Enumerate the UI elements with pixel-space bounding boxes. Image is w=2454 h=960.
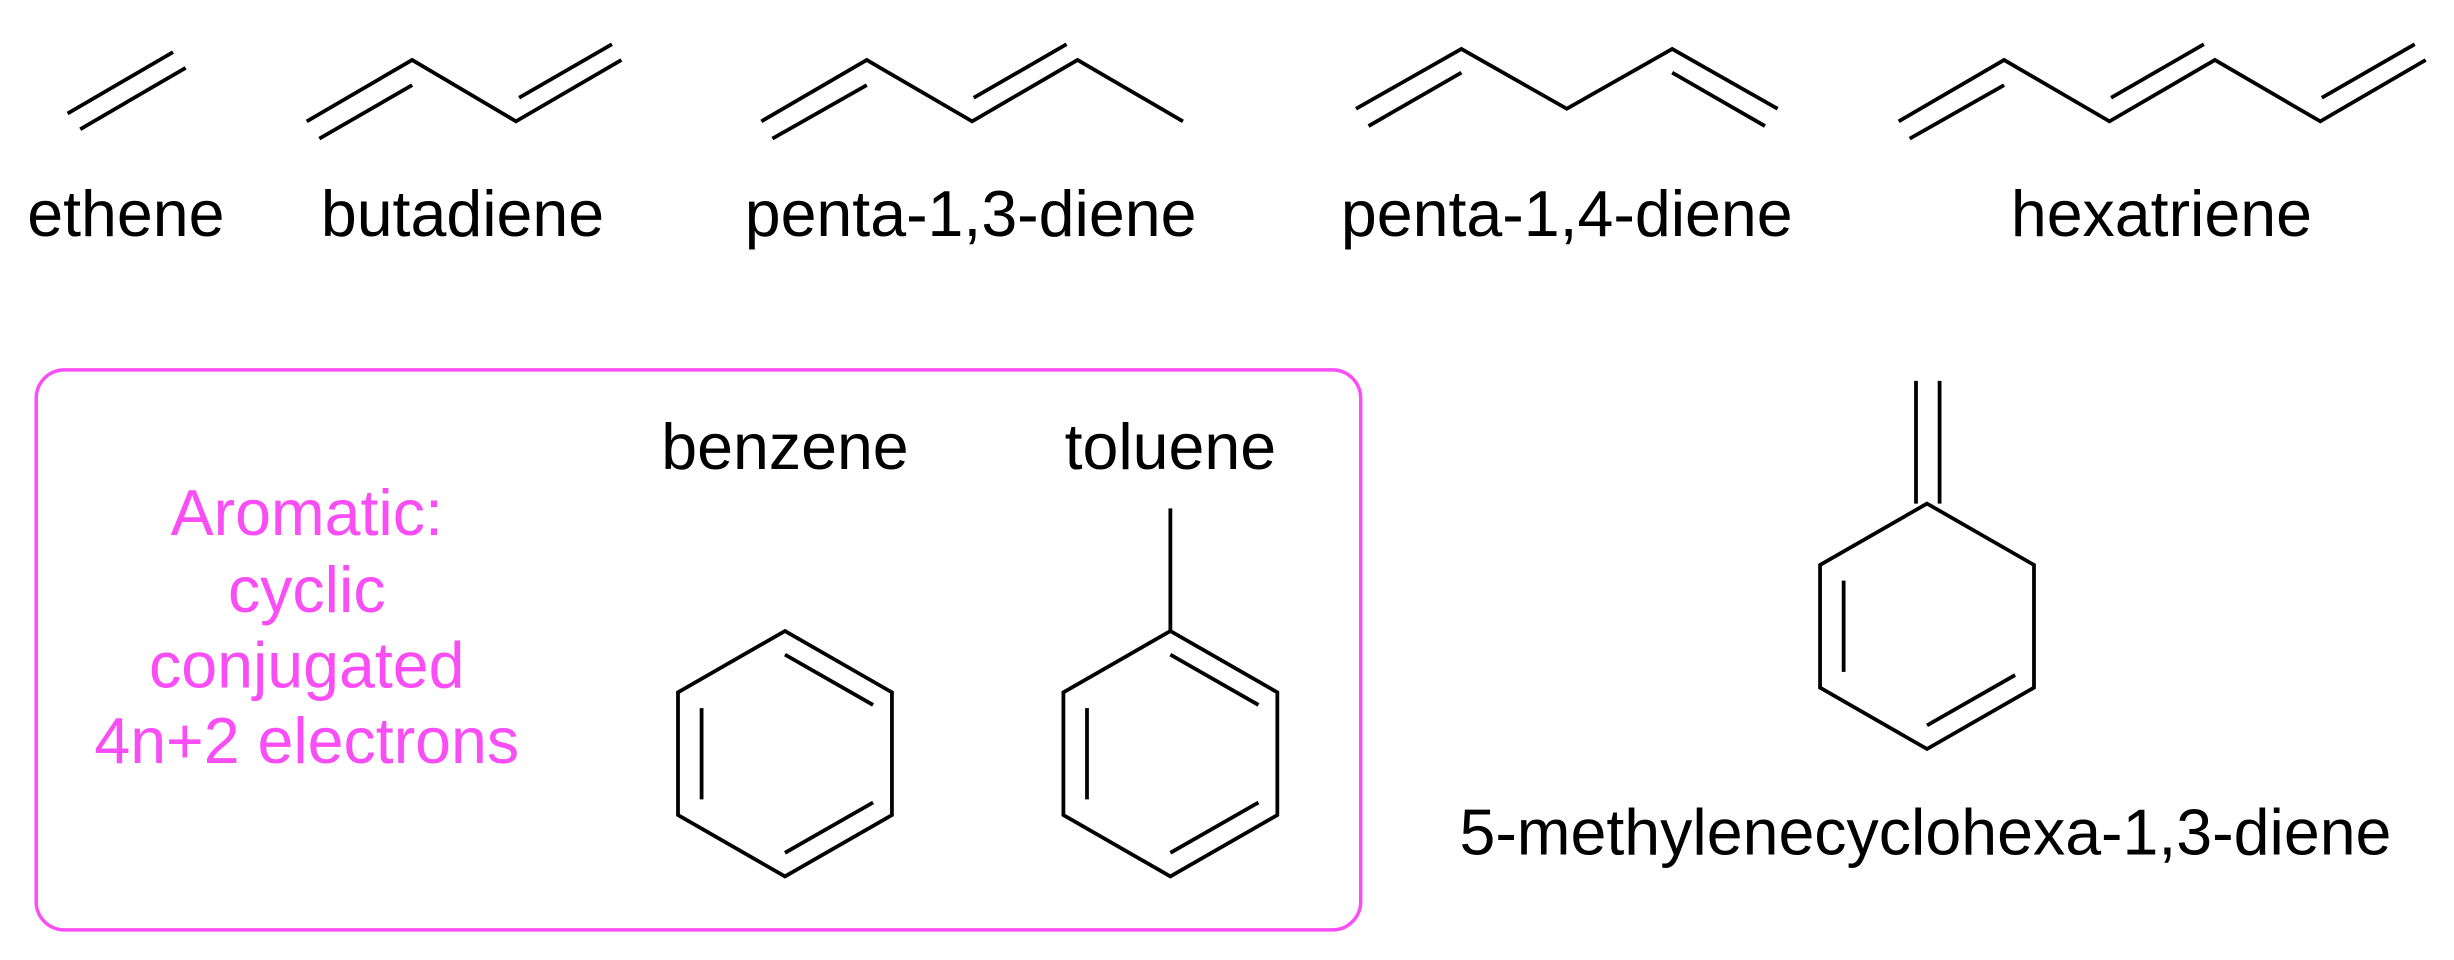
butadiene-structure [305, 42, 623, 141]
methylenecyclohexadiene-label: 5-methylenecyclohexa-1,3-diene [1459, 796, 2391, 868]
toluene-structure [1061, 508, 1280, 879]
penta-1,3-diene-label: penta-1,3-diene [745, 178, 1197, 250]
toluene-label: toluene [1065, 411, 1277, 483]
penta-1,4-diene-structure [1355, 46, 1779, 128]
benzene-label: benzene [661, 411, 908, 483]
aromatic-line-2: cyclic [228, 554, 386, 626]
aromatic-definition: Aromatic: cyclic conjugated 4n+2 electro… [94, 477, 519, 777]
aromatic-line-1: Aromatic: [171, 477, 443, 549]
aromatic-line-4: 4n+2 electrons [94, 705, 519, 777]
hexatriene-label: hexatriene [2011, 178, 2312, 250]
ethene-structure [66, 50, 187, 131]
benzene-structure [676, 628, 894, 879]
penta-1,4-diene-label: penta-1,4-diene [1341, 178, 1793, 250]
aromatic-box [34, 368, 1363, 932]
methylenecyclohexadiene-structure [1818, 380, 2036, 752]
butadiene-label: butadiene [321, 178, 604, 250]
penta-1,3-diene-structure [760, 42, 1184, 141]
ethene-label: ethene [27, 178, 224, 250]
aromatic-line-3: conjugated [149, 630, 465, 702]
hexatriene-structure [1897, 42, 2427, 141]
